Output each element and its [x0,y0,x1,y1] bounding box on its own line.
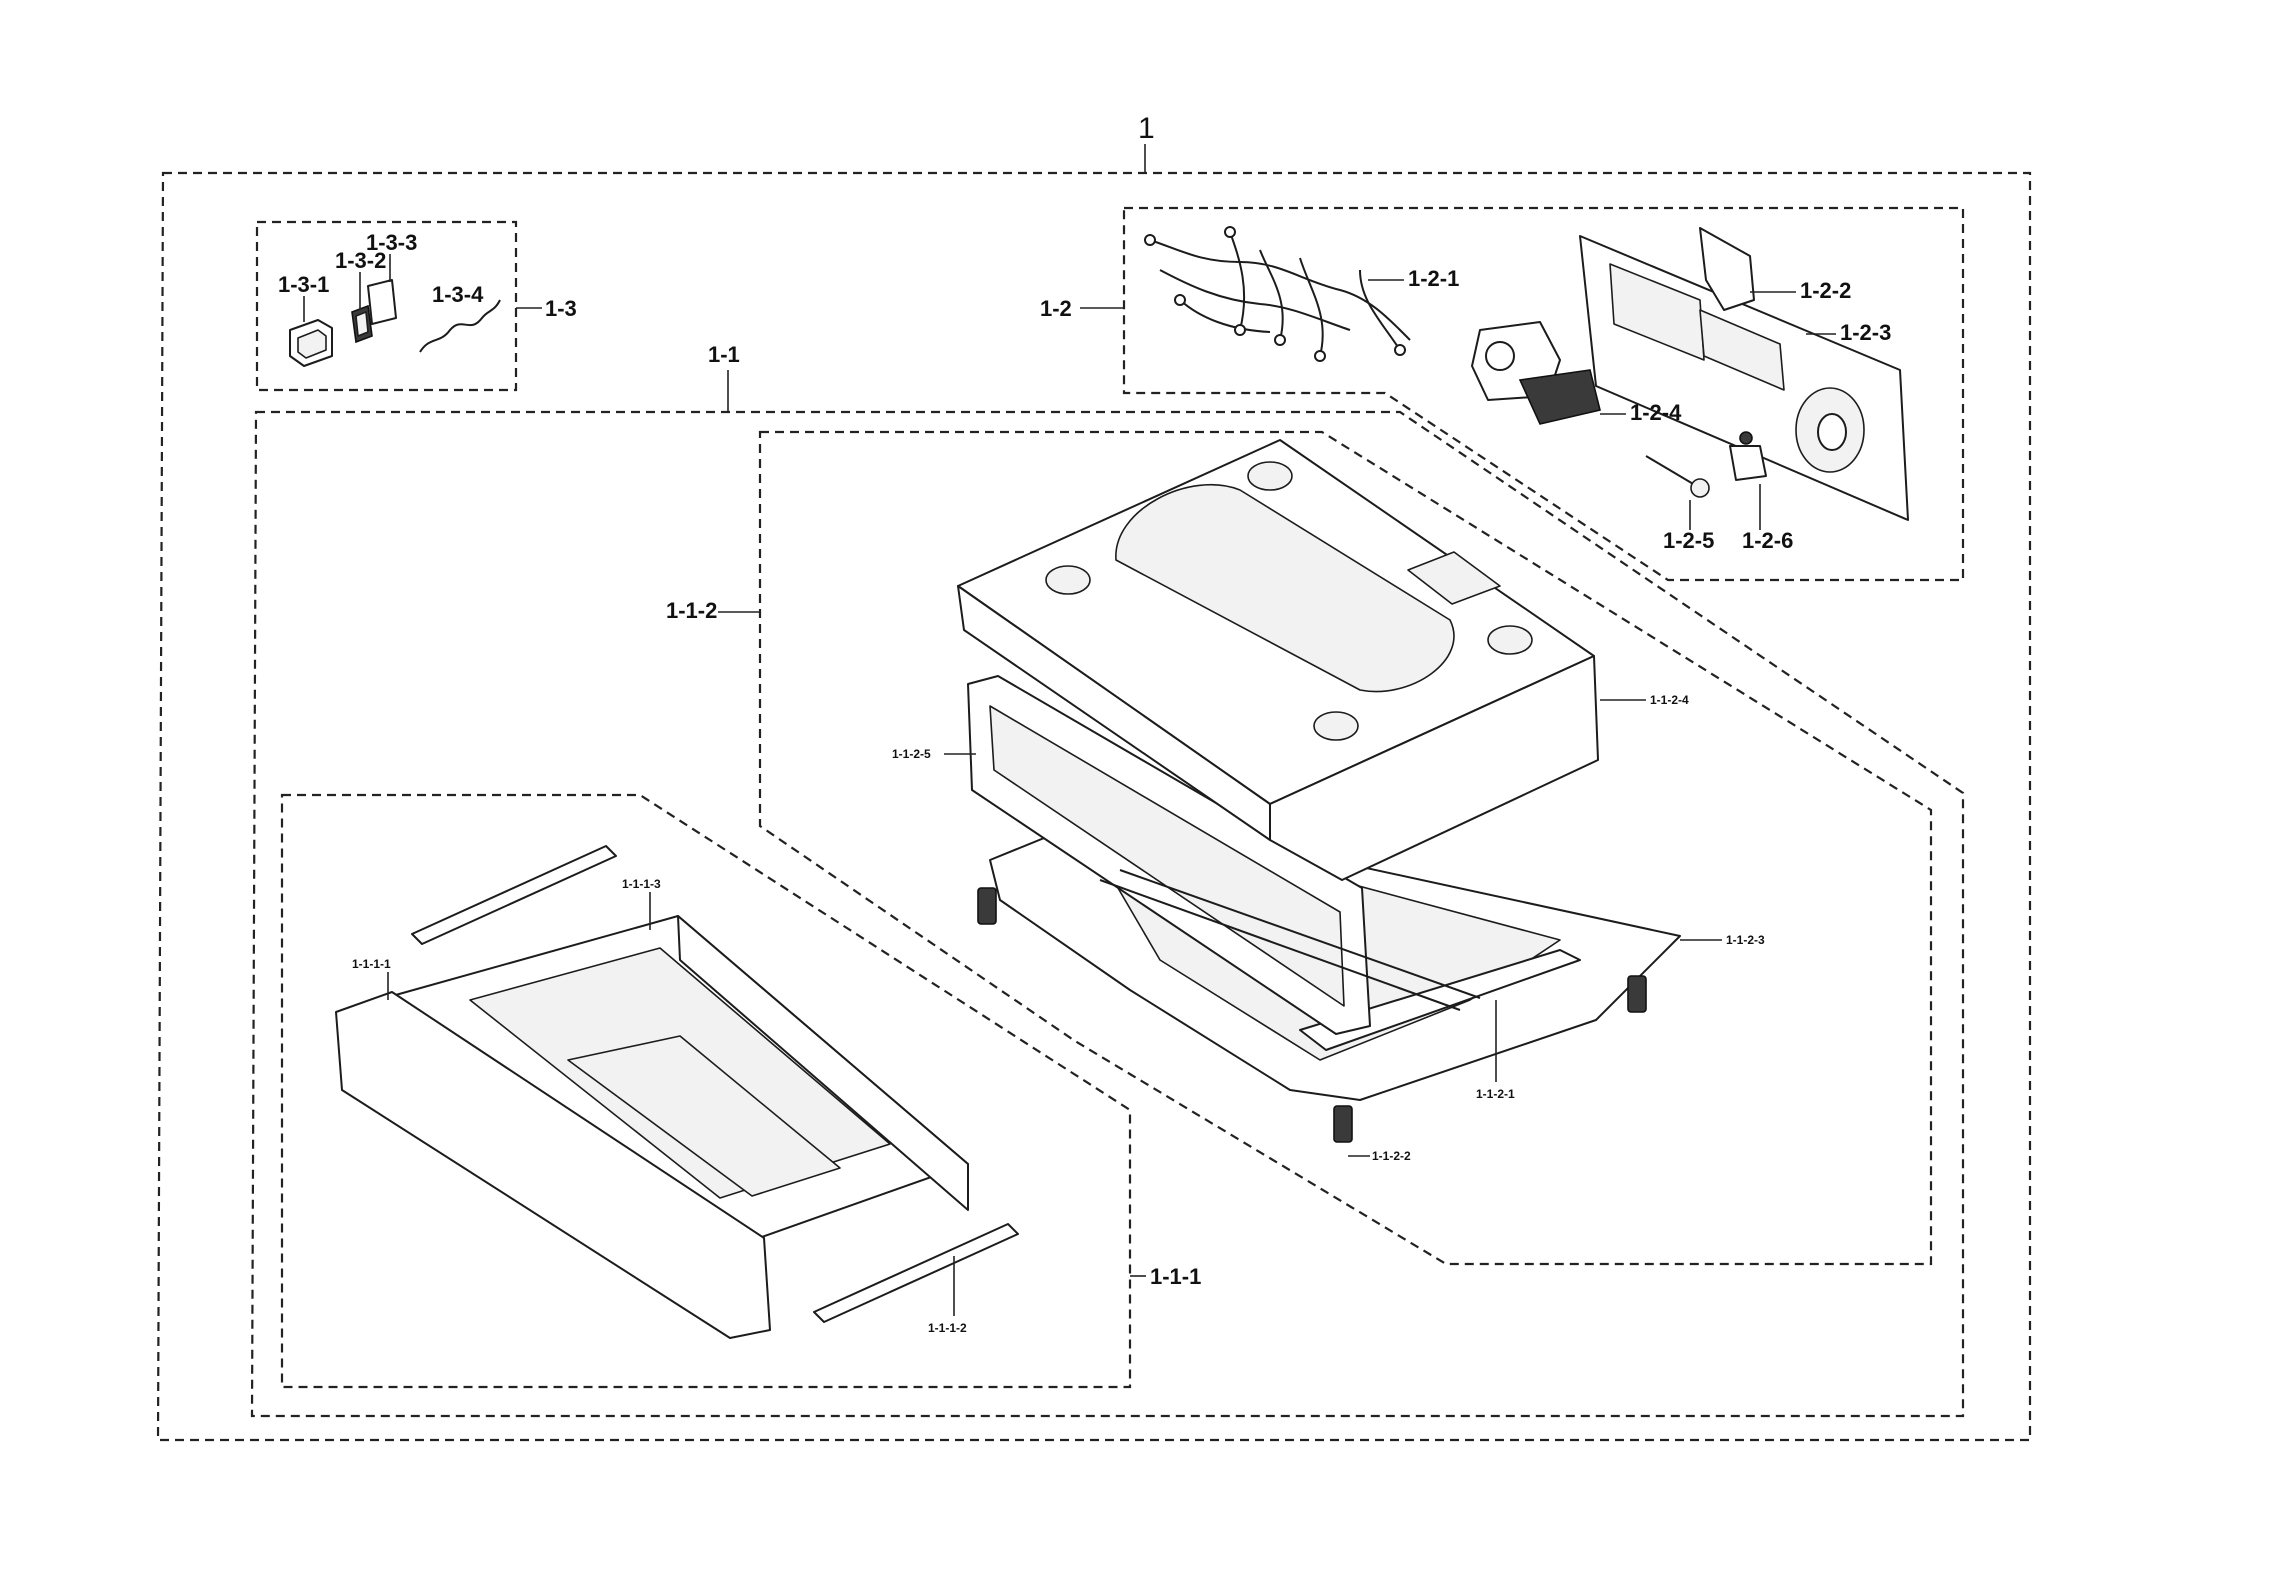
part-1-2-1-wire-harness [1144,226,1411,362]
assembly-1-2-frame [1122,206,1965,582]
part-1-1-1-1-front-panel [335,991,771,1339]
label-1-1-2-2: 1-1-2-2 [1372,1149,1411,1163]
part-1-1-1-drawer-body [391,915,969,1245]
label-1-2-4: 1-2-4 [1630,400,1682,425]
label-1-3-3: 1-3-3 [366,230,417,255]
label-1-1-2-4: 1-1-2-4 [1650,693,1689,707]
label-1-2: 1-2 [1040,296,1072,321]
part-1-2-6-valve [1729,431,1767,481]
part-1-2-4-water-valve [1471,321,1601,425]
label-1: 1 [1138,112,1155,145]
label-1-2-3: 1-2-3 [1840,320,1891,345]
label-1-1-1-1: 1-1-1-1 [352,957,391,971]
label-1-1-1-2: 1-1-1-2 [928,1321,967,1335]
label-1-1-2-1: 1-1-2-1 [1476,1087,1515,1101]
part-1-2-2-bracket [1699,227,1755,311]
part-1-3-3-plate [367,279,397,325]
label-1-2-2: 1-2-2 [1800,278,1851,303]
part-1-1-2-2-leveling-feet [977,887,1647,1143]
label-1-1-2-3: 1-1-2-3 [1726,933,1765,947]
label-1-1: 1-1 [708,342,740,367]
assembly-1-1-1-frame [280,793,1132,1389]
part-1-1-1-3-side-rail [411,845,617,945]
label-1-3: 1-3 [545,296,577,321]
label-1-2-5: 1-2-5 [1663,528,1714,553]
label-1-3-2: 1-3-2 [335,248,386,273]
part-1-3-2-bracket [351,304,373,344]
label-1-3-1: 1-3-1 [278,272,329,297]
label-1-1-1-3: 1-1-1-3 [622,877,661,891]
assembly-1-1-2-frame [758,430,1933,1266]
part-1-3-4-cable [419,299,501,353]
label-1-2-1: 1-2-1 [1408,266,1459,291]
assembly-1-1-frame [250,410,1965,1418]
part-1-1-2-4-top-cover [957,439,1599,881]
part-1-2-5-sensor [1645,455,1710,498]
part-1-1-1-2-side-rail [813,1223,1019,1323]
part-1-2-3-back-panel [1579,235,1909,521]
label-1-1-2: 1-1-2 [666,598,717,623]
label-1-3-4: 1-3-4 [432,282,484,307]
label-1-1-1: 1-1-1 [1150,1264,1201,1289]
assembly-1-3-frame [255,220,518,392]
part-1-1-2-5-front-frame [967,675,1371,1035]
label-1-1-2-5: 1-1-2-5 [892,747,931,761]
part-1-3-1-holder [289,319,333,367]
part-1-1-2-1-rail [1099,869,1481,1011]
label-1-2-6: 1-2-6 [1742,528,1793,553]
